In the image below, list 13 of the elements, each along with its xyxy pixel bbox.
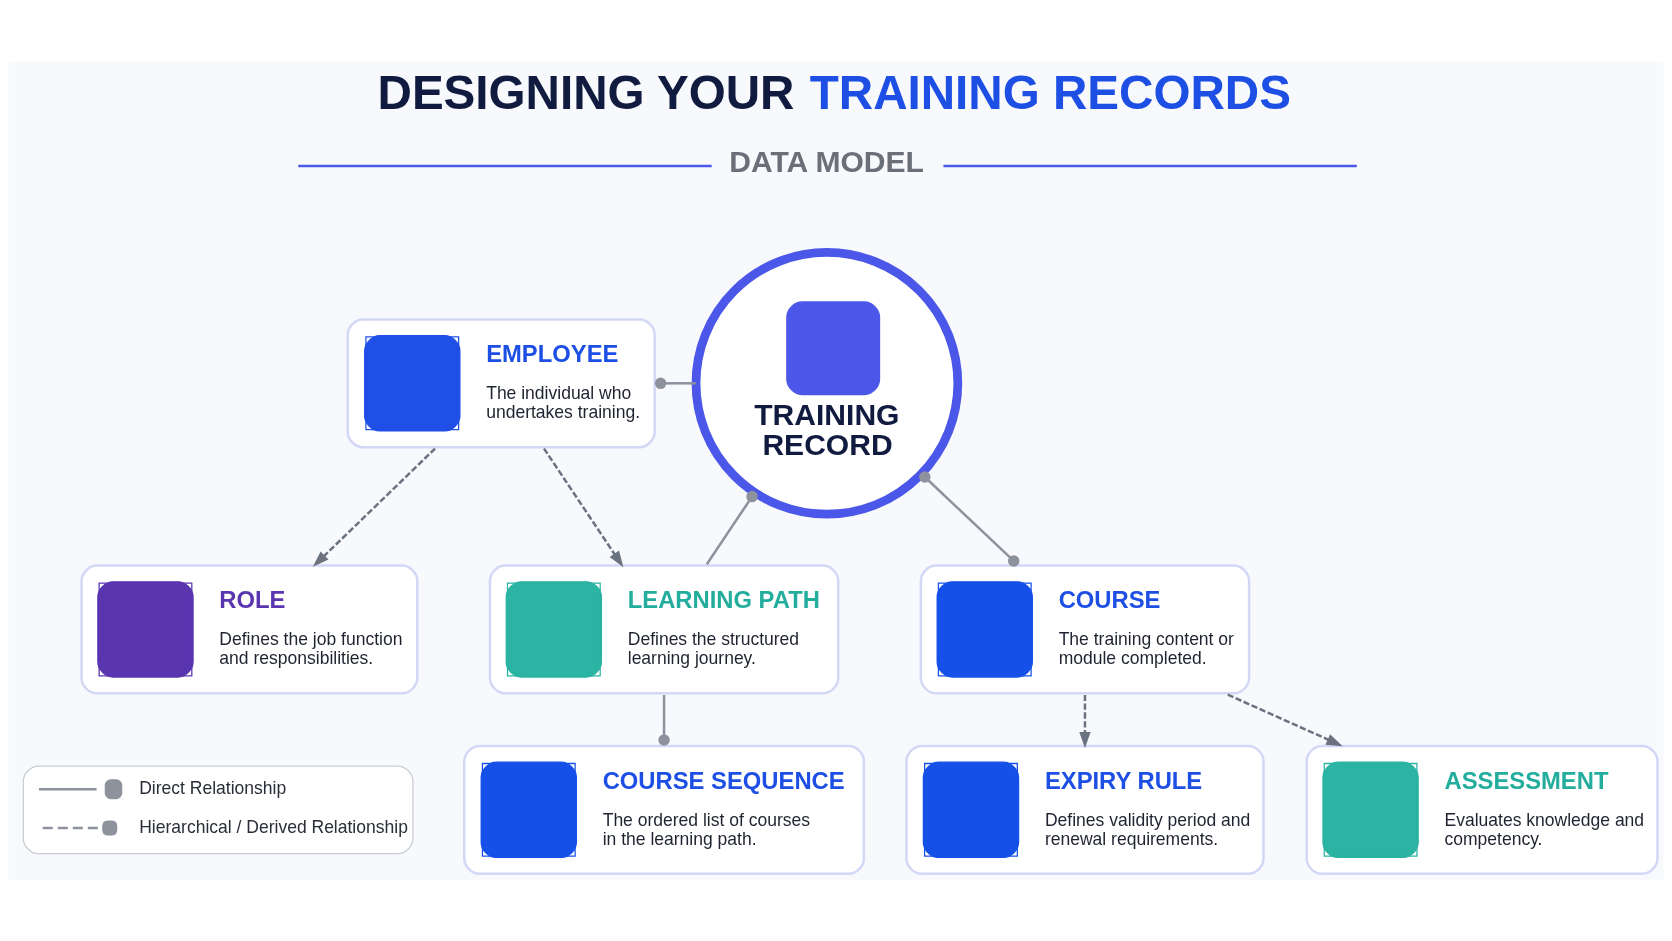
connector xyxy=(654,377,696,389)
connector xyxy=(919,470,1020,567)
arrow xyxy=(1079,694,1091,748)
arrow xyxy=(542,447,624,567)
diagram-title: DESIGNING YOUR TRAINING RECORDS xyxy=(377,65,1291,119)
connector xyxy=(658,694,670,746)
connector xyxy=(705,490,758,565)
arrow xyxy=(1227,693,1343,746)
legend-label: Hierarchical / Derived Relationship xyxy=(139,816,408,837)
arrow xyxy=(312,447,436,567)
label: DATA MODEL xyxy=(729,144,924,178)
legend-label: Direct Relationship xyxy=(139,777,287,798)
node-circle: TRAINING RECORD xyxy=(691,247,963,519)
